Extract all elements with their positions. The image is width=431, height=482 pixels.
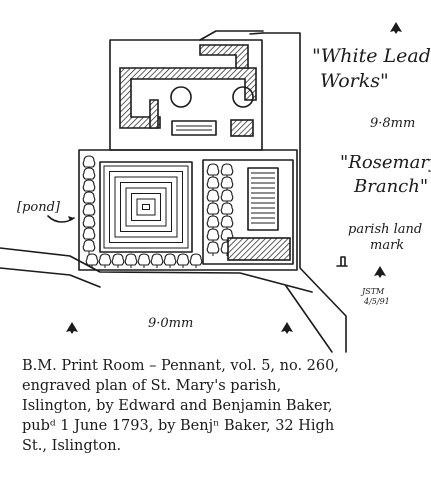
- caption-line: St., Islington.: [22, 438, 121, 454]
- tree-icon: [98, 253, 112, 269]
- tree-icon: [111, 253, 125, 269]
- tree-icon: [220, 202, 234, 218]
- parish-land-mark-label: mark: [370, 238, 404, 253]
- date-label: 4/5/91: [363, 297, 390, 306]
- tree-icon: [220, 176, 234, 192]
- rosemary-branch-label: Branch": [353, 176, 428, 197]
- pond-label: [pond]: [17, 200, 61, 215]
- white-lead-works-plan: [109, 39, 263, 151]
- central-square: [99, 161, 193, 253]
- north-arrow-icon: [281, 322, 293, 334]
- tree-icon: [163, 253, 177, 269]
- tree-icon: [206, 163, 220, 179]
- tree-icon: [176, 253, 190, 269]
- rosemary-branch-label: "Rosemary: [340, 152, 431, 173]
- initials-label: JSTM: [360, 287, 385, 296]
- caption: B.M. Print Room – Pennant, vol. 5, no. 2…: [22, 358, 339, 454]
- north-arrow-icon: [374, 266, 386, 278]
- north-arrow-icon: [66, 322, 78, 334]
- white-lead-works-label: Works": [320, 70, 389, 92]
- tree-icon: [206, 228, 220, 244]
- road-top-corner: [199, 30, 264, 41]
- road-right: [249, 32, 347, 353]
- pond-arrow-icon: [47, 215, 75, 223]
- tree-icon: [137, 253, 151, 269]
- tree-icon: [150, 253, 164, 269]
- tree-icon: [189, 253, 203, 269]
- measurement-label: 9·8mm: [370, 116, 415, 131]
- caption-line: Islington, by Edward and Benjamin Baker,: [22, 398, 333, 414]
- tree-icon: [124, 253, 138, 269]
- tree-icon: [206, 189, 220, 205]
- caption-line: B.M. Print Room – Pennant, vol. 5, no. 2…: [22, 358, 339, 374]
- garden-plan: [78, 149, 298, 271]
- parish-land-mark-label: parish land: [348, 222, 422, 237]
- tree-icon: [220, 189, 234, 205]
- tree-icon: [206, 215, 220, 231]
- caption-line: pubᵈ 1 June 1793, by Benjⁿ Baker, 32 Hig…: [22, 418, 334, 434]
- tree-icon: [220, 215, 234, 231]
- white-lead-works-label: "White Lead: [312, 45, 431, 67]
- north-arrow-icon: [390, 22, 402, 34]
- road-left: [0, 247, 333, 353]
- tree-icon: [82, 239, 96, 255]
- tree-icon: [206, 241, 220, 257]
- tree-icon: [206, 202, 220, 218]
- measurement-label: 9·0mm: [148, 316, 193, 331]
- tree-icon: [206, 176, 220, 192]
- caption-line: engraved plan of St. Mary's parish,: [22, 378, 281, 394]
- parish-land-mark-icon: [336, 256, 348, 267]
- tree-icon: [220, 163, 234, 179]
